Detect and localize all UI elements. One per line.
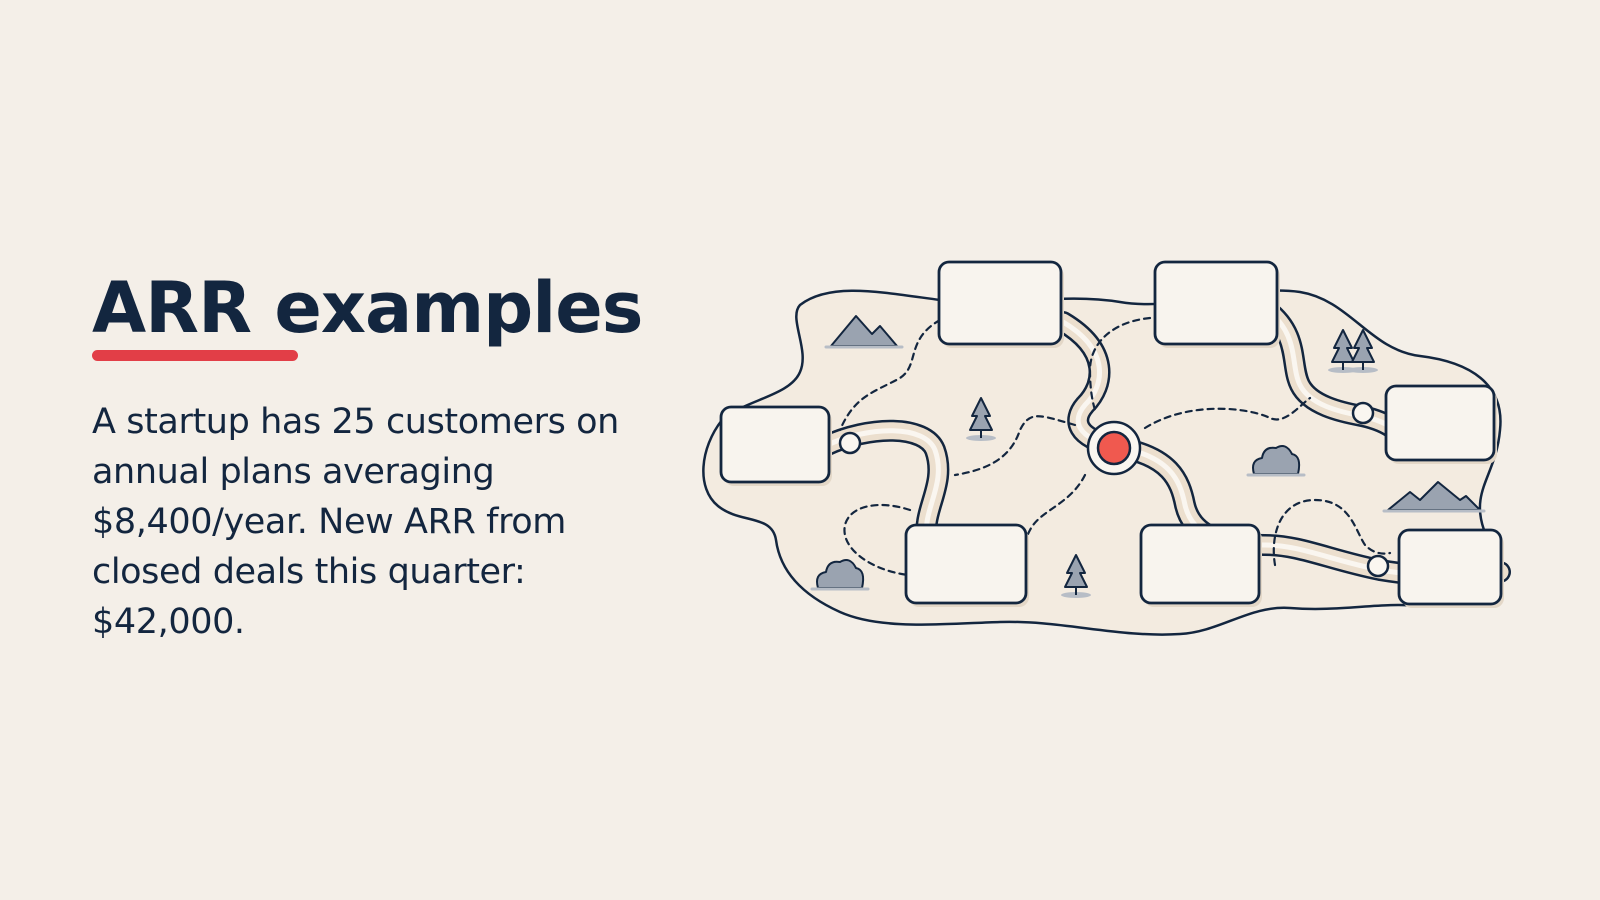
roadmap-card bbox=[1139, 523, 1261, 605]
mountain-icon bbox=[824, 315, 904, 349]
current-location-marker-icon bbox=[1086, 420, 1142, 476]
roadmap-card bbox=[1397, 528, 1503, 606]
waypoint-dot bbox=[838, 431, 862, 455]
roadmap-card bbox=[719, 405, 831, 484]
roadmap-card bbox=[904, 523, 1028, 605]
mountain-icon bbox=[1382, 481, 1486, 513]
roadmap-card bbox=[1153, 260, 1279, 346]
text-block: ARR examples A startup has 25 customers … bbox=[92, 267, 652, 647]
roadmap-card bbox=[937, 260, 1063, 346]
waypoint-dot bbox=[1366, 554, 1390, 578]
waypoint-dot bbox=[1351, 401, 1375, 425]
dashed-trails bbox=[838, 316, 1392, 582]
roadmap-card bbox=[1384, 384, 1496, 462]
title-underline bbox=[92, 349, 298, 361]
slide-title: ARR examples bbox=[92, 267, 643, 349]
roadmap-cards bbox=[719, 260, 1504, 608]
slide-body: A startup has 25 customers on annual pla… bbox=[92, 401, 619, 642]
